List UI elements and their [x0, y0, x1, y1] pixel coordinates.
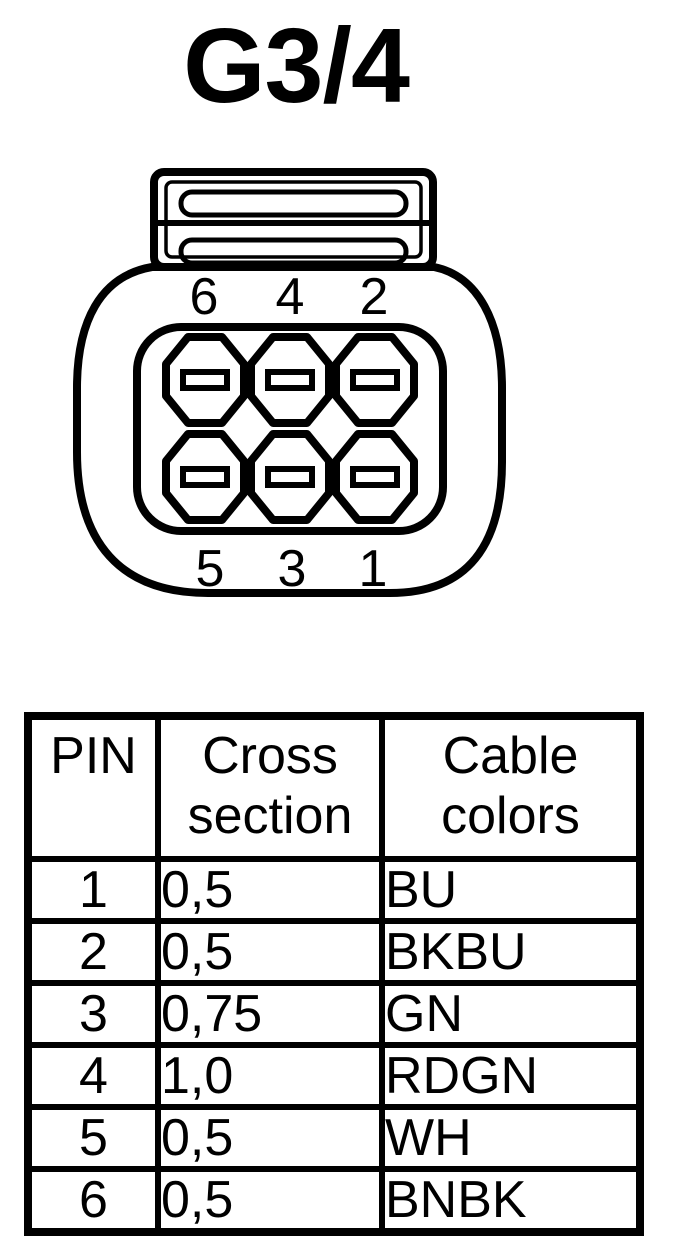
- col-header-pin: PIN: [25, 713, 161, 862]
- pin-4: [247, 333, 333, 427]
- col-header-cable-colors: Cable colors: [379, 713, 643, 862]
- pin-label-3: 3: [278, 540, 307, 598]
- pin-slot: [180, 369, 230, 391]
- pin-label-5: 5: [196, 540, 225, 598]
- pin-slot: [350, 466, 400, 488]
- table-row: 1 0,5 BU: [25, 856, 643, 924]
- cell-pin: 3: [25, 980, 161, 1048]
- cell-pin: 4: [25, 1042, 161, 1110]
- table-row: 6 0,5 BNBK: [25, 1166, 643, 1235]
- cell-pin: 5: [25, 1104, 161, 1172]
- pin-1: [332, 430, 418, 524]
- pin-label-6: 6: [190, 268, 219, 326]
- table-header-row: PIN Cross section Cable colors: [25, 713, 643, 862]
- cell-pin: 6: [25, 1166, 161, 1235]
- cell-cable-colors: WH: [379, 1104, 643, 1172]
- pin-slot: [265, 466, 315, 488]
- cell-cross-section: 0,5: [155, 856, 385, 924]
- col-header-cross-section: Cross section: [155, 713, 385, 862]
- pin-5: [162, 430, 248, 524]
- cell-cross-section: 1,0: [155, 1042, 385, 1110]
- pin-slot: [265, 369, 315, 391]
- pin-2: [332, 333, 418, 427]
- cell-cross-section: 0,5: [155, 1104, 385, 1172]
- connector-latch-tab: [150, 168, 437, 271]
- cell-pin: 1: [25, 856, 161, 924]
- pin-slot: [350, 369, 400, 391]
- pin-label-2: 2: [360, 268, 389, 326]
- table-row: 3 0,75 GN: [25, 980, 643, 1048]
- cell-cable-colors: RDGN: [379, 1042, 643, 1110]
- connector-diagram: 6 4 2 5 3: [73, 168, 506, 598]
- cell-cross-section: 0,5: [155, 918, 385, 986]
- table-row: 4 1,0 RDGN: [25, 1042, 643, 1110]
- pin-6: [162, 333, 248, 427]
- cell-cable-colors: GN: [379, 980, 643, 1048]
- pin-label-4: 4: [276, 268, 305, 326]
- cell-cross-section: 0,5: [155, 1166, 385, 1235]
- cell-cable-colors: BKBU: [379, 918, 643, 986]
- pin-assignment-table: PIN Cross section Cable colors 1 0,5 BU …: [24, 712, 644, 1236]
- table-row: 5 0,5 WH: [25, 1104, 643, 1172]
- pin-3: [247, 430, 333, 524]
- cell-cross-section: 0,75: [155, 980, 385, 1048]
- pin-slot: [180, 466, 230, 488]
- table-row: 2 0,5 BKBU: [25, 918, 643, 986]
- pin-label-1: 1: [359, 540, 388, 598]
- cell-cable-colors: BU: [379, 856, 643, 924]
- cell-pin: 2: [25, 918, 161, 986]
- page-title: G3/4: [183, 7, 410, 125]
- cell-cable-colors: BNBK: [379, 1166, 643, 1235]
